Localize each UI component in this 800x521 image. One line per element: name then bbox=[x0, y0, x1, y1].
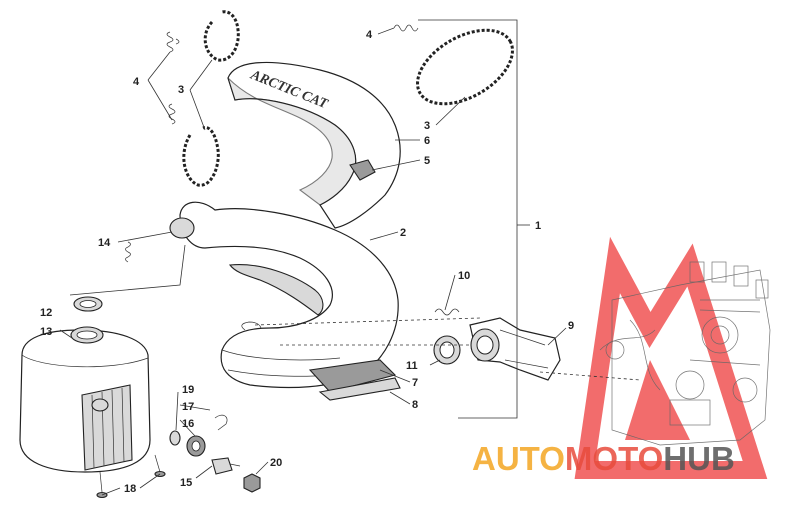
label-10: 10 bbox=[458, 270, 470, 282]
watermark-hub: HUB bbox=[663, 440, 735, 477]
outlet-gasket bbox=[73, 296, 103, 312]
label-19: 19 bbox=[182, 384, 194, 396]
leader-lines bbox=[59, 19, 641, 496]
spring-outlet bbox=[125, 241, 131, 263]
lower-shield bbox=[308, 359, 401, 401]
label-14: 14 bbox=[98, 237, 111, 249]
spring-left-upper bbox=[166, 31, 180, 53]
bolt-15 bbox=[211, 457, 241, 475]
bushing-16 bbox=[186, 435, 206, 457]
spring-left-lower bbox=[168, 103, 176, 125]
label-3-left: 3 bbox=[178, 84, 184, 96]
label-15: 15 bbox=[180, 477, 192, 489]
label-4-left: 4 bbox=[133, 76, 140, 88]
watermark-triangle bbox=[574, 236, 768, 479]
band-clamp-left-upper bbox=[203, 10, 240, 62]
label-16: 16 bbox=[182, 418, 194, 430]
label-8: 8 bbox=[412, 399, 418, 411]
heat-shield-decal bbox=[349, 159, 376, 181]
watermark-inner-triangle bbox=[625, 360, 690, 440]
spring-top-right bbox=[393, 24, 419, 32]
label-9: 9 bbox=[568, 320, 574, 332]
clip-17 bbox=[214, 414, 228, 431]
label-17: 17 bbox=[182, 401, 194, 413]
band-clamp-left-lower bbox=[182, 125, 220, 187]
label-1: 1 bbox=[535, 220, 541, 232]
label-18: 18 bbox=[124, 483, 136, 495]
label-5: 5 bbox=[424, 155, 430, 167]
nut-20 bbox=[243, 473, 261, 493]
engine-block bbox=[599, 261, 771, 446]
watermark-moto: MOTO bbox=[565, 440, 663, 477]
washer-19 bbox=[169, 430, 181, 446]
band-clamp-top-right bbox=[416, 28, 514, 106]
label-20: 20 bbox=[270, 457, 282, 469]
label-12: 12 bbox=[40, 307, 52, 319]
watermark-auto: AUTO bbox=[472, 440, 565, 477]
label-11: 11 bbox=[406, 360, 418, 372]
callout-labels: 1 2 3 3 4 4 5 6 7 8 9 10 11 12 13 14 15 … bbox=[40, 29, 574, 495]
expansion-chamber bbox=[169, 201, 399, 389]
label-4-right: 4 bbox=[366, 29, 373, 41]
label-3-right: 3 bbox=[424, 120, 430, 132]
label-6: 6 bbox=[424, 135, 430, 147]
muffler bbox=[19, 326, 166, 499]
exhaust-manifold bbox=[469, 317, 561, 381]
pipe-outlet bbox=[169, 217, 195, 239]
label-13: 13 bbox=[40, 326, 52, 338]
heat-shield: ARCTIC CAT bbox=[227, 61, 401, 229]
watermark-logo bbox=[574, 236, 768, 479]
label-2: 2 bbox=[400, 227, 406, 239]
spring-manifold bbox=[434, 308, 460, 316]
watermark-text: AUTOMOTOHUB bbox=[472, 440, 735, 477]
svg-text:AUTOMOTOHUB: AUTOMOTOHUB bbox=[472, 440, 735, 477]
seal-ring bbox=[433, 335, 461, 365]
label-7: 7 bbox=[412, 377, 418, 389]
